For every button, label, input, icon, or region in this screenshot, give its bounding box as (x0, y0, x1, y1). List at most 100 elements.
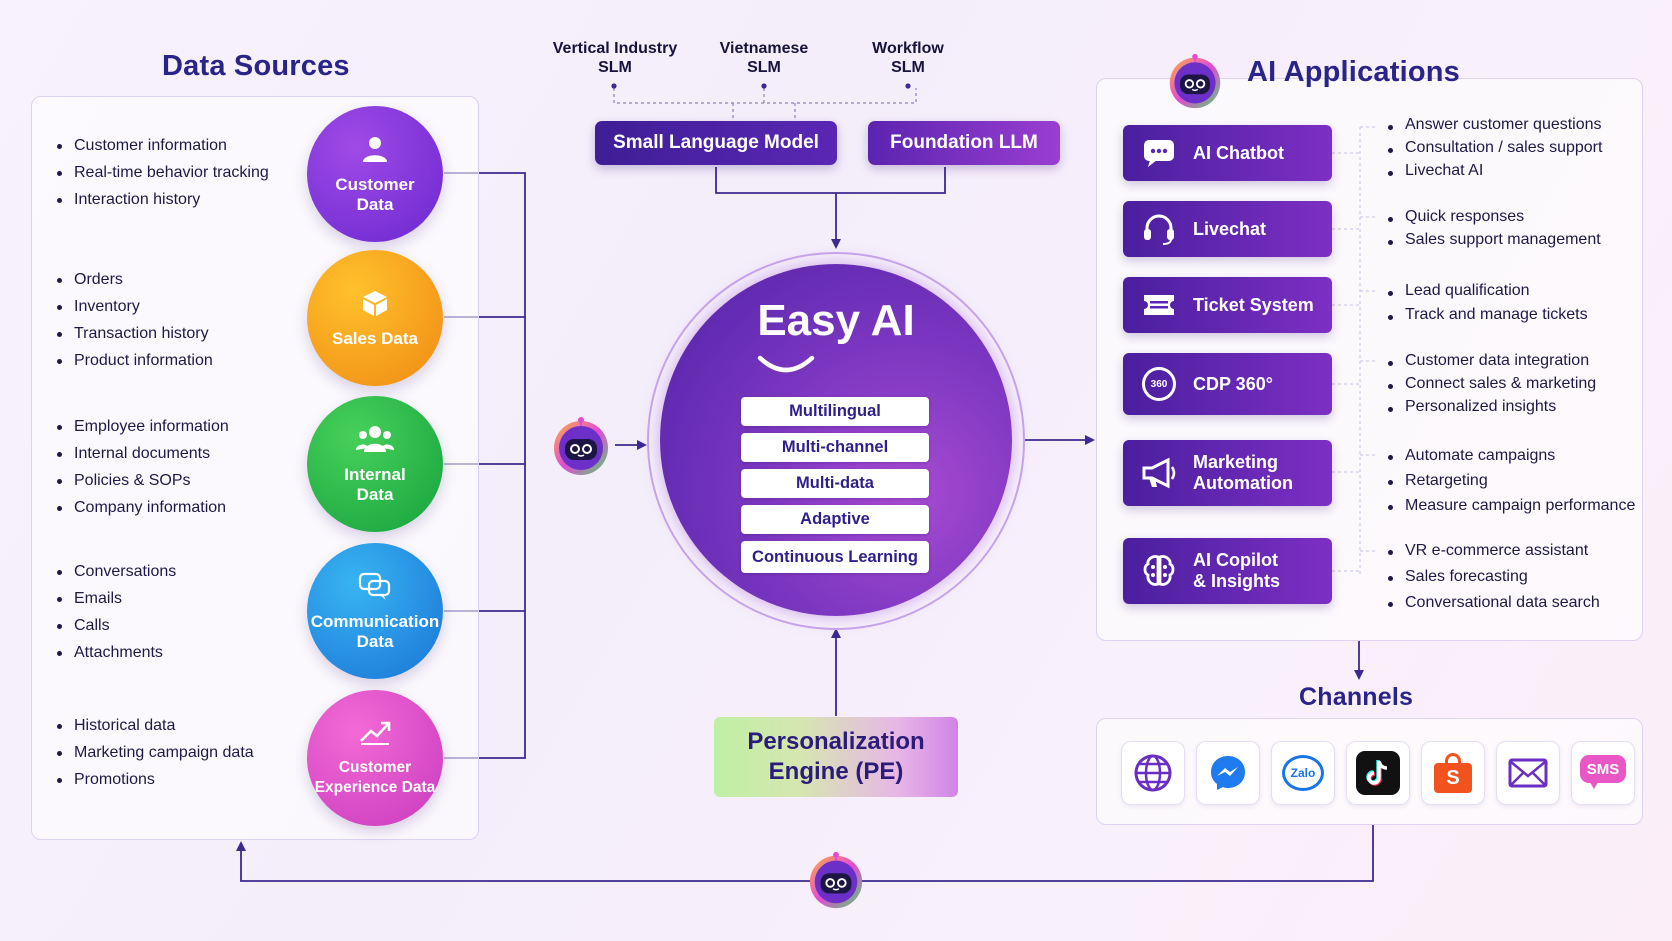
ticket-system-bullets: Lead qualification Track and manage tick… (1387, 279, 1588, 327)
brain-icon (1139, 553, 1179, 589)
pe-line-1: Personalization (747, 728, 925, 755)
feature-multi-channel: Multi-channel (741, 433, 929, 462)
bullet-item: Livechat AI (1387, 159, 1602, 182)
ai-applications-title: AI Applications (1247, 56, 1460, 88)
bullet-item: Inventory (56, 293, 213, 320)
bullet-item: Customer information (56, 132, 269, 159)
bubble-label: Internal Data (344, 464, 406, 504)
communication-data-bubble[interactable]: Communication Data (307, 543, 443, 679)
workflow-slm-label: Workflow SLM (872, 40, 944, 76)
robot-mascot-icon (550, 415, 612, 482)
ai-copilot-bullets: VR e-commerce assistant Sales forecastin… (1387, 538, 1600, 616)
bullet-item: Quick responses (1387, 205, 1601, 228)
bullet-item: Conversations (56, 558, 176, 585)
bullet-item: Track and manage tickets (1387, 303, 1588, 327)
app-label: Livechat (1193, 218, 1267, 239)
feature-multilingual: Multilingual (741, 397, 929, 426)
cdp-360-icon-text: 360 (1142, 367, 1176, 401)
robot-mascot-icon (1166, 52, 1224, 115)
app-label: CDP 360° (1193, 373, 1273, 394)
bullet-item: Interaction history (56, 186, 269, 213)
bullet-item: Product information (56, 347, 213, 374)
shopee-bag: S (1434, 753, 1472, 793)
sales-data-bullets: Orders Inventory Transaction history Pro… (56, 266, 213, 374)
bullet-item: Sales forecasting (1387, 564, 1600, 590)
marketing-automation-button[interactable]: Marketing Automation (1123, 440, 1332, 506)
bullet-item: Policies & SOPs (56, 467, 229, 494)
zalo-icon-text: Zalo (1282, 755, 1324, 791)
smile-icon (757, 355, 815, 373)
bullet-item: Sales support management (1387, 228, 1601, 251)
email-icon[interactable] (1496, 741, 1560, 805)
bullet-item: Company information (56, 494, 229, 521)
bullet-item: Employee information (56, 413, 229, 440)
bullet-item: Personalized insights (1387, 395, 1596, 418)
sms-icon[interactable]: SMS (1571, 741, 1635, 805)
ai-chatbot-bullets: Answer customer questions Consultation /… (1387, 113, 1602, 182)
robot-mascot-icon (806, 850, 866, 915)
data-sources-title: Data Sources (162, 50, 350, 82)
bullet-item: Historical data (56, 712, 254, 739)
bullet-item: Promotions (56, 766, 254, 793)
customer-experience-bullets: Historical data Marketing campaign data … (56, 712, 254, 793)
megaphone-icon (1139, 456, 1179, 490)
box-icon (360, 288, 390, 323)
feature-adaptive: Adaptive (741, 505, 929, 534)
communication-data-bullets: Conversations Emails Calls Attachments (56, 558, 176, 666)
shopee-icon-text: S (1434, 763, 1472, 793)
cdp-360-bullets: Customer data integration Connect sales … (1387, 349, 1596, 418)
internal-data-bubble[interactable]: Internal Data (307, 396, 443, 532)
bullet-item: Answer customer questions (1387, 113, 1602, 136)
bullet-item: VR e-commerce assistant (1387, 538, 1600, 564)
zalo-icon[interactable]: Zalo (1271, 741, 1335, 805)
vertical-industry-slm-label: Vertical Industry SLM (552, 40, 678, 76)
marketing-automation-bullets: Automate campaigns Retargeting Measure c… (1387, 443, 1635, 518)
shopee-icon[interactable]: S (1421, 741, 1485, 805)
ai-chatbot-button[interactable]: AI Chatbot (1123, 125, 1332, 181)
customer-data-bullets: Customer information Real-time behavior … (56, 132, 269, 213)
bullet-item: Measure campaign performance (1387, 493, 1635, 518)
tiktok-icon[interactable] (1346, 741, 1410, 805)
ticket-system-button[interactable]: Ticket System (1123, 277, 1332, 333)
messenger-icon[interactable] (1196, 741, 1260, 805)
small-language-model-button[interactable]: Small Language Model (595, 121, 837, 165)
bullet-item: Lead qualification (1387, 279, 1588, 303)
bullet-item: Consultation / sales support (1387, 136, 1602, 159)
foundation-llm-button[interactable]: Foundation LLM (868, 121, 1060, 165)
bubble-label: Sales Data (332, 328, 418, 348)
headset-icon (1139, 212, 1179, 246)
livechat-bullets: Quick responses Sales support management (1387, 205, 1601, 251)
channels-title: Channels (1299, 683, 1414, 711)
bullet-item: Connect sales & marketing (1387, 372, 1596, 395)
bullet-item: Marketing campaign data (56, 739, 254, 766)
ai-copilot-insights-button[interactable]: AI Copilot & Insights (1123, 538, 1332, 604)
bullet-item: Orders (56, 266, 213, 293)
team-icon (356, 424, 394, 459)
cdp-360-button[interactable]: 360 CDP 360° (1123, 353, 1332, 415)
app-label: Ticket System (1193, 294, 1314, 315)
personalization-engine-box[interactable]: Personalization Engine (PE) (714, 717, 958, 797)
app-label: AI Chatbot (1193, 142, 1284, 163)
livechat-button[interactable]: Livechat (1123, 201, 1332, 257)
bullet-item: Attachments (56, 639, 176, 666)
tiktok-badge (1356, 751, 1400, 795)
bullet-item: Calls (56, 612, 176, 639)
customer-experience-bubble[interactable]: Customer Experience Data (307, 690, 443, 826)
web-icon[interactable] (1121, 741, 1185, 805)
bullet-item: Transaction history (56, 320, 213, 347)
cdp-360-icon: 360 (1139, 367, 1179, 401)
bubble-label: Customer Experience Data (314, 759, 436, 796)
bubble-label: Customer Data (335, 174, 415, 214)
trend-up-icon (358, 718, 392, 752)
sms-icon-text: SMS (1580, 755, 1626, 783)
bullet-item: Automate campaigns (1387, 443, 1635, 468)
app-label: AI Copilot & Insights (1193, 550, 1281, 591)
internal-data-bullets: Employee information Internal documents … (56, 413, 229, 521)
bullet-item: Conversational data search (1387, 590, 1600, 616)
customer-data-bubble[interactable]: Customer Data (307, 106, 443, 242)
sales-data-bubble[interactable]: Sales Data (307, 250, 443, 386)
easy-ai-title: Easy AI (757, 296, 915, 345)
feature-continuous-learning: Continuous Learning (741, 541, 929, 573)
feature-multi-data: Multi-data (741, 469, 929, 498)
chat-bubbles-icon (358, 571, 392, 606)
